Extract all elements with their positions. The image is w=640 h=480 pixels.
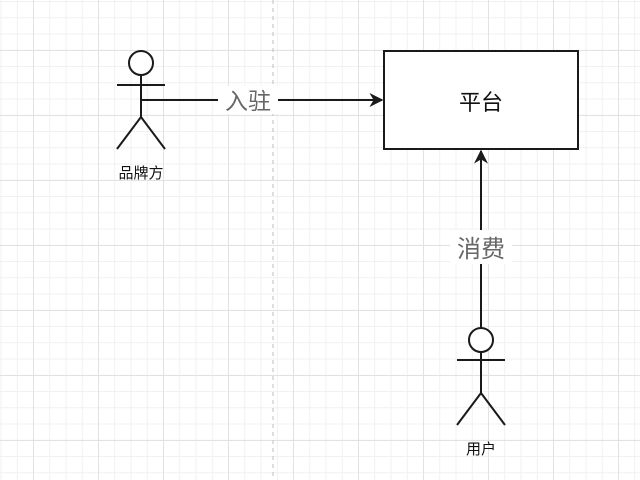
edge-settle-label: 入驻 bbox=[225, 89, 271, 115]
platform-rect bbox=[383, 50, 579, 150]
actor-user[interactable] bbox=[456, 327, 506, 426]
actor-left-leg bbox=[456, 392, 482, 426]
edge-consume-label: 消费 bbox=[457, 235, 505, 263]
platform-label: 平台 bbox=[459, 91, 503, 116]
edge-settle[interactable]: 入驻 bbox=[141, 86, 384, 115]
actor-brand-label: 品牌方 bbox=[118, 164, 163, 182]
edge-settle-label-bg bbox=[218, 86, 278, 114]
actor-head bbox=[468, 327, 494, 353]
actor-brand[interactable] bbox=[116, 50, 166, 150]
edge-consume[interactable]: 消费 bbox=[450, 149, 512, 328]
platform-box[interactable]: 平台 bbox=[383, 50, 579, 150]
actor-right-leg bbox=[140, 116, 166, 150]
actor-user-label: 用户 bbox=[466, 440, 496, 458]
actor-head bbox=[128, 50, 154, 76]
actor-right-leg bbox=[480, 392, 506, 426]
edge-consume-label-bg bbox=[450, 230, 512, 264]
actor-left-leg bbox=[116, 116, 142, 150]
